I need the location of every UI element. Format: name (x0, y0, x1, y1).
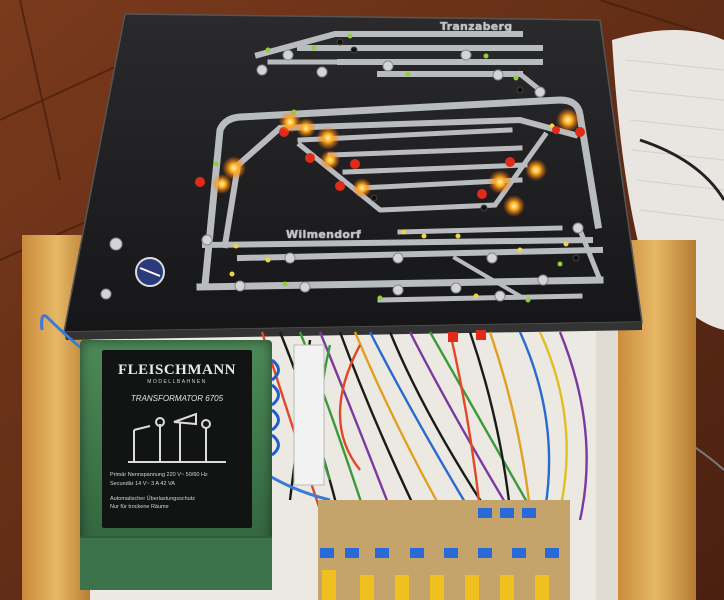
terminal-block (293, 344, 325, 486)
transformer-brand-sub: MODELLBAHNEN (147, 379, 207, 385)
transformer-spec-1: Primär Nennspannung 220 V~ 50/60 Hz (110, 472, 208, 478)
transformer-unit: FLEISCHMANN MODELLBAHNEN TRANSFORMATOR 6… (80, 340, 272, 590)
signal-leds-red (195, 126, 585, 199)
toggle-switches (100, 49, 584, 302)
signal-leds-small (213, 33, 580, 303)
transformer-label-plate: FLEISCHMANN MODELLBAHNEN TRANSFORMATOR 6… (102, 350, 252, 528)
transformer-spec-4: Nur für trockene Räume (110, 504, 169, 510)
transformer-spec-2: Secundär 14 V~ 3 A 42 VA (110, 481, 175, 487)
transformer-spec-3: Automatischer Überlastungsschutz (110, 496, 195, 502)
board-connectors (320, 508, 559, 600)
station-label-mid: Wilmendorf (286, 228, 362, 241)
station-label-top: Tranzaberg (440, 20, 513, 33)
signal-icon (128, 412, 226, 463)
transformer-base (80, 536, 272, 590)
transformer-model: TRANSFORMATOR 6705 (130, 394, 224, 403)
transformer-brand: FLEISCHMANN (117, 362, 236, 378)
lit-lamps (212, 108, 580, 217)
